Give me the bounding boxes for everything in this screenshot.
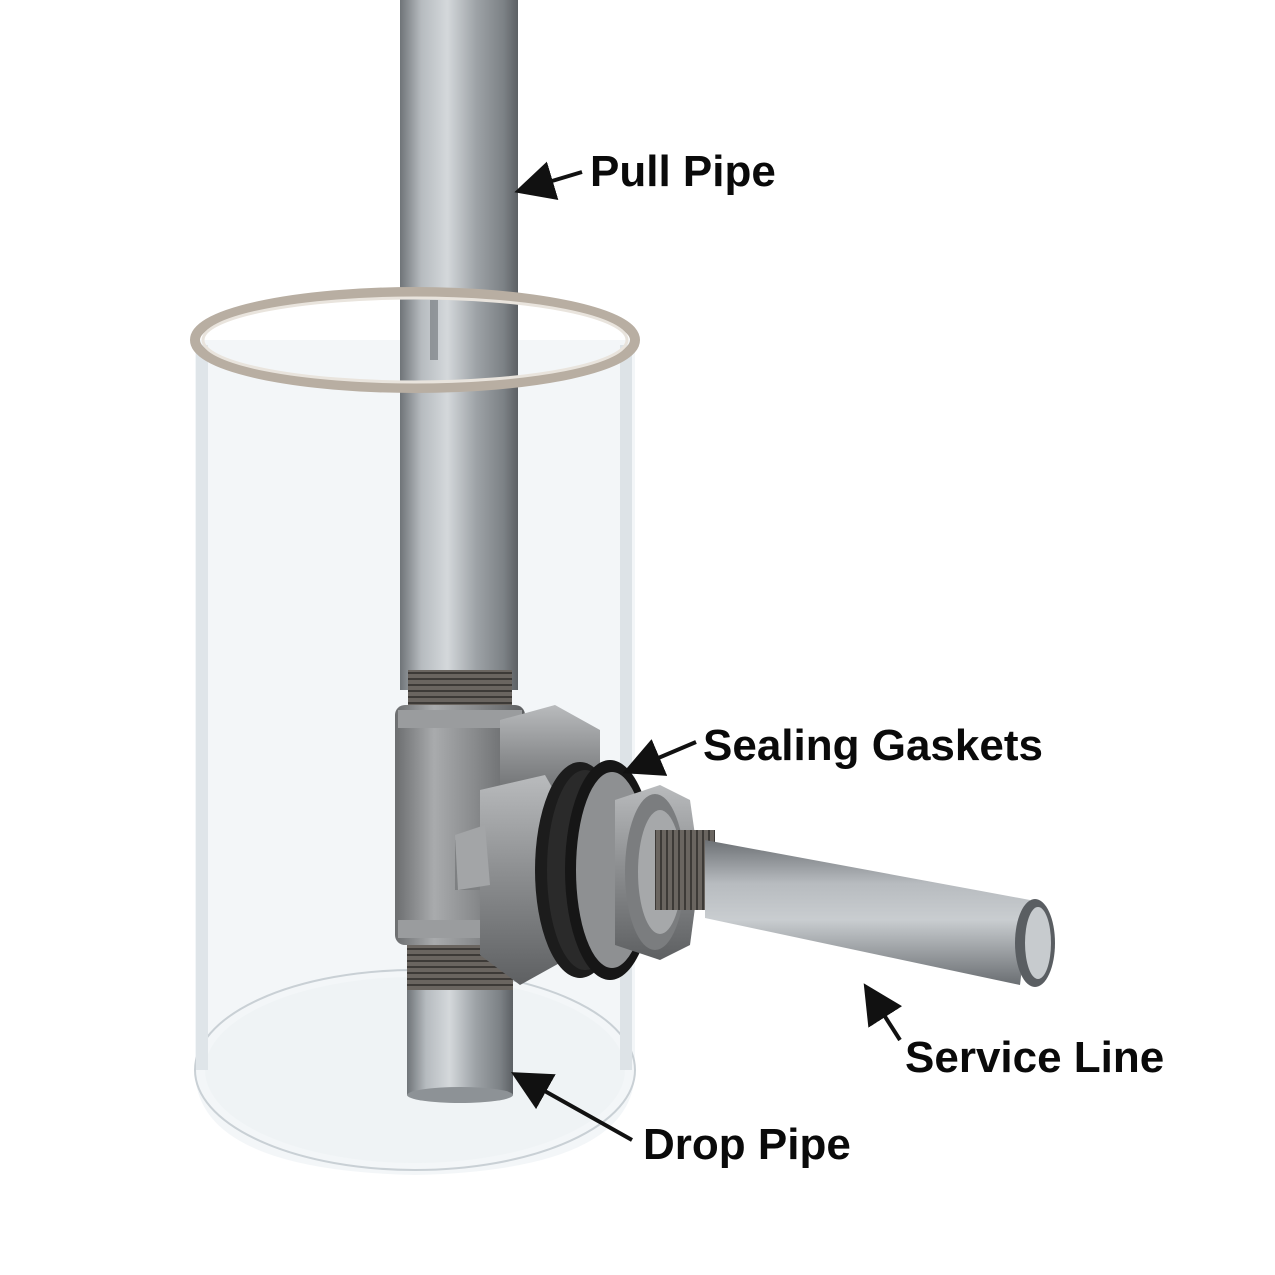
pull-pipe	[400, 0, 518, 715]
pull-pipe-label: Pull Pipe	[590, 147, 776, 196]
sealing-gaskets-label: Sealing Gaskets	[703, 721, 1043, 770]
service-line	[655, 830, 1055, 987]
arrow-icon	[863, 983, 903, 1042]
drop-pipe-label: Drop Pipe	[643, 1120, 851, 1169]
arrow-icon	[514, 161, 583, 200]
arrow-icon	[622, 739, 697, 776]
service-line-label: Service Line	[905, 1033, 1165, 1082]
arrow-icon	[511, 1072, 633, 1142]
casing-rim	[190, 287, 640, 393]
